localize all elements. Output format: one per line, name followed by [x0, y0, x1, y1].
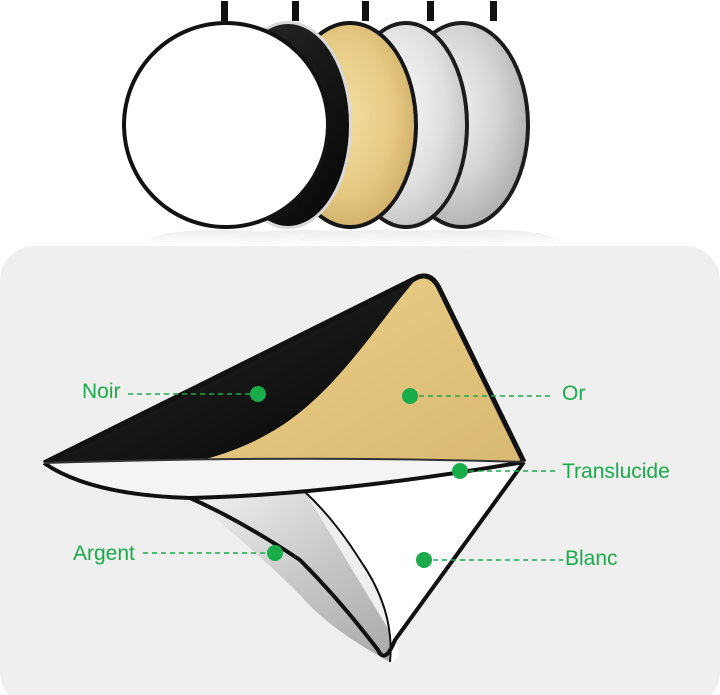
- label-or: Or: [562, 382, 586, 405]
- reflector-outlines: [42, 273, 527, 663]
- dot-or: [402, 388, 418, 404]
- dot-translucide: [452, 463, 468, 479]
- leader-lines: [128, 393, 563, 561]
- label-noir: Noir: [82, 380, 121, 403]
- marker-dots: [250, 386, 468, 568]
- dot-noir: [250, 386, 266, 402]
- hanging-loops: [221, 1, 497, 21]
- face-translucide: [44, 458, 524, 498]
- face-blanc: [305, 462, 524, 662]
- label-translucide: Translucide: [562, 460, 670, 483]
- disc-blanc: [122, 21, 330, 229]
- label-argent: Argent: [73, 542, 135, 565]
- disc-reflections: [150, 230, 555, 250]
- dot-argent: [267, 545, 283, 561]
- face-or: [195, 275, 524, 462]
- dot-blanc: [416, 552, 432, 568]
- label-blanc: Blanc: [565, 547, 618, 570]
- face-argent: [190, 492, 399, 662]
